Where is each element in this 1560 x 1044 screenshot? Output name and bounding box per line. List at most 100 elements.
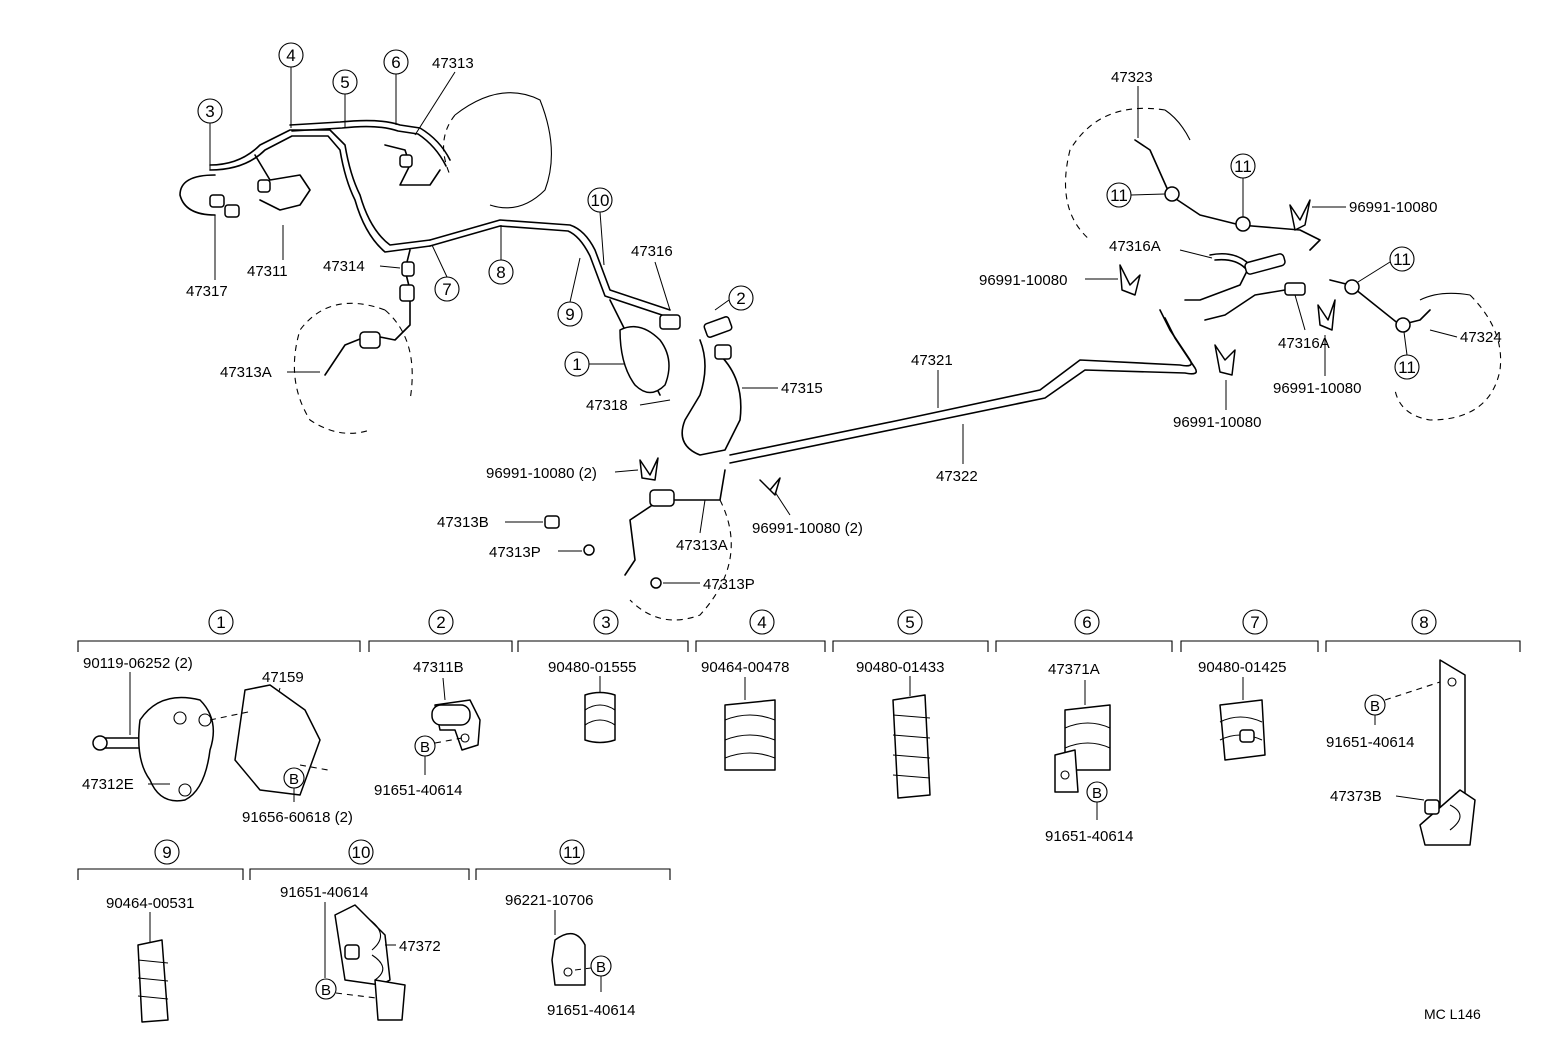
- svg-text:3: 3: [601, 613, 610, 632]
- label-47316A-b: 47316A: [1278, 335, 1330, 352]
- label-96991-10080-d: 96991-10080: [1173, 414, 1261, 431]
- section-callout-1: 1: [208, 609, 234, 635]
- section-callout-7: 7: [1242, 609, 1268, 635]
- callout-10: 10: [587, 187, 613, 266]
- detail-5: 90480-01433: [856, 659, 944, 799]
- rear-right-tubes: [1134, 139, 1431, 333]
- svg-text:B: B: [596, 959, 606, 976]
- label-96991-10080-2-a: 96991-10080 (2): [486, 465, 597, 482]
- label-96991-10080-b: 96991-10080: [979, 272, 1067, 289]
- detail-7: 90480-01425: [1198, 659, 1286, 761]
- svg-text:90119-06252 (2): 90119-06252 (2): [83, 655, 193, 672]
- svg-text:1: 1: [572, 355, 581, 374]
- callout-3: 3: [197, 98, 223, 170]
- svg-text:91651-40614: 91651-40614: [374, 782, 462, 799]
- label-96991-10080-a: 96991-10080: [1349, 199, 1437, 216]
- label-47311: 47311: [247, 263, 288, 280]
- label-47317: 47317: [186, 283, 228, 300]
- svg-text:1: 1: [216, 613, 225, 632]
- section-callout-2: 2: [428, 609, 454, 635]
- svg-text:2: 2: [736, 289, 745, 308]
- svg-text:7: 7: [1250, 613, 1259, 632]
- svg-text:9: 9: [565, 305, 574, 324]
- detail-10: 91651-40614 47372 B: [280, 884, 441, 1021]
- front-tube-bundle: [179, 119, 671, 376]
- svg-text:90480-01425: 90480-01425: [1198, 659, 1286, 676]
- svg-text:5: 5: [340, 73, 349, 92]
- label-47313B: 47313B: [437, 514, 489, 531]
- svg-text:90480-01433: 90480-01433: [856, 659, 944, 676]
- detail-brackets: [77, 640, 1521, 880]
- detail-4: 90464-00478: [701, 659, 789, 771]
- label-96991-10080-2-b: 96991-10080 (2): [752, 520, 863, 537]
- rear-clips: [639, 199, 1336, 496]
- svg-text:47371A: 47371A: [1048, 661, 1100, 678]
- callout-6: 6: [383, 49, 409, 125]
- svg-text:47312E: 47312E: [82, 776, 134, 793]
- main-rear-tubes: [609, 299, 1198, 576]
- front-small-parts: [209, 154, 733, 589]
- label-47313A-front: 47313A: [220, 364, 272, 381]
- svg-text:47159: 47159: [262, 669, 304, 686]
- detail-2: 47311B B 91651-40614: [374, 659, 481, 799]
- label-47314: 47314: [323, 258, 365, 275]
- section-callout-8: 8: [1411, 609, 1437, 635]
- svg-text:11: 11: [1110, 186, 1128, 205]
- svg-text:6: 6: [391, 53, 400, 72]
- svg-text:90464-00531: 90464-00531: [106, 895, 194, 912]
- detail-9: 90464-00531: [106, 895, 194, 1023]
- label-47318: 47318: [586, 397, 628, 414]
- svg-text:96221-10706: 96221-10706: [505, 892, 593, 909]
- callout-11-b: 11: [1230, 153, 1256, 217]
- svg-text:B: B: [289, 771, 299, 788]
- detail-8: B 91651-40614 47373B: [1326, 659, 1476, 846]
- rear-right-hub-outline: [1064, 107, 1191, 241]
- svg-text:90480-01555: 90480-01555: [548, 659, 636, 676]
- svg-text:4: 4: [286, 46, 295, 65]
- callout-4: 4: [278, 42, 304, 128]
- label-96991-10080-c: 96991-10080: [1273, 380, 1361, 397]
- svg-text:6: 6: [1082, 613, 1091, 632]
- svg-text:47373B: 47373B: [1330, 788, 1382, 805]
- svg-text:91651-40614: 91651-40614: [280, 884, 368, 901]
- section-callout-6: 6: [1074, 609, 1100, 635]
- svg-text:2: 2: [436, 613, 445, 632]
- svg-text:8: 8: [496, 263, 505, 282]
- label-47313P-b: 47313P: [703, 576, 755, 593]
- callout-11-a: 11: [1106, 182, 1166, 208]
- detail-6: 47371A B 91651-40614: [1045, 661, 1133, 845]
- label-47316A-a: 47316A: [1109, 238, 1161, 255]
- svg-text:9: 9: [162, 843, 171, 862]
- label-47313A-caliper: 47313A: [676, 537, 728, 554]
- section-callout-11: 11: [559, 839, 585, 865]
- callout-11-c: 11: [1357, 246, 1415, 283]
- callout-11-d: 11: [1394, 331, 1420, 380]
- svg-text:B: B: [420, 739, 430, 756]
- svg-text:91651-40614: 91651-40614: [1326, 734, 1414, 751]
- svg-text:47372: 47372: [399, 938, 441, 955]
- svg-text:91651-40614: 91651-40614: [1045, 828, 1133, 845]
- callout-9: 9: [557, 257, 583, 327]
- svg-text:B: B: [1092, 785, 1102, 802]
- callout-8: 8: [488, 225, 514, 285]
- rear-left-hub-outline: [1394, 292, 1502, 421]
- svg-text:4: 4: [757, 613, 766, 632]
- svg-text:47311B: 47311B: [413, 659, 464, 676]
- svg-text:90464-00478: 90464-00478: [701, 659, 789, 676]
- svg-text:5: 5: [905, 613, 914, 632]
- svg-text:10: 10: [352, 843, 371, 862]
- svg-text:11: 11: [1393, 250, 1411, 269]
- svg-text:11: 11: [1398, 358, 1416, 377]
- detail-11: 96221-10706 B 91651-40614: [505, 892, 635, 1019]
- svg-text:B: B: [1370, 698, 1380, 715]
- callout-7: 7: [431, 244, 460, 302]
- svg-text:91651-40614: 91651-40614: [547, 1002, 635, 1019]
- svg-text:11: 11: [563, 843, 581, 862]
- section-callout-3: 3: [593, 609, 619, 635]
- label-47316: 47316: [631, 243, 673, 260]
- front-right-hub-outline: [443, 92, 552, 209]
- svg-text:7: 7: [442, 280, 451, 299]
- svg-text:3: 3: [205, 102, 214, 121]
- label-47313: 47313: [432, 55, 474, 72]
